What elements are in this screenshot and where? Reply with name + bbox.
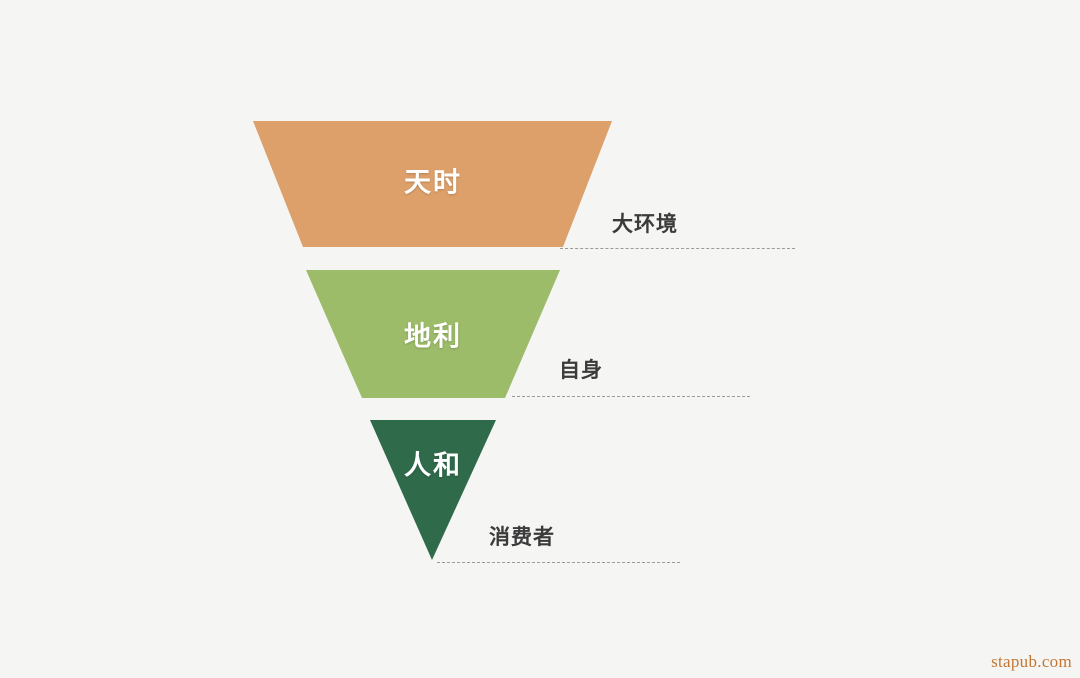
annotation-label-1: 大环境 — [612, 213, 678, 236]
funnel-segment-1-shape — [253, 121, 612, 247]
annotation-dash-line-3 — [437, 562, 680, 563]
funnel-segment-3-shape — [370, 420, 496, 560]
watermark: stapub.com — [991, 652, 1072, 671]
annotation-dash-line-1 — [560, 248, 795, 249]
annotation-dash-line-2 — [512, 396, 750, 397]
annotation-label-2: 自身 — [559, 359, 603, 382]
annotation-label-3: 消费者 — [489, 526, 555, 549]
funnel-segment-2-shape — [306, 270, 560, 398]
